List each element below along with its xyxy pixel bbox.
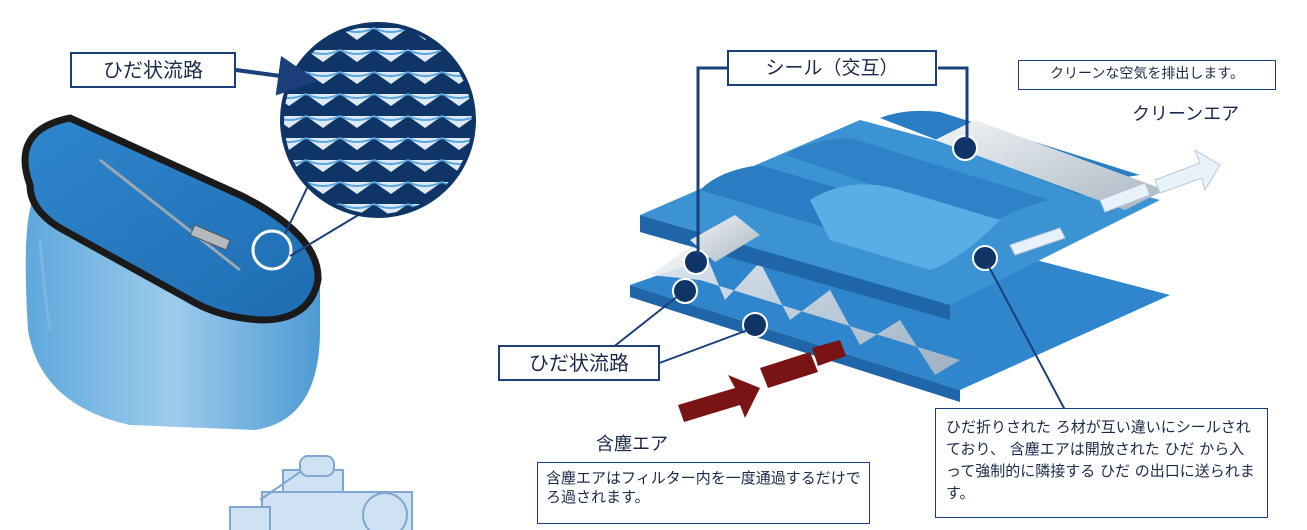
dusty-air-description: 含塵エアはフィルター内を一度通過するだけでろ過されます。 (537, 462, 870, 524)
mechanism-description: ひだ折りされた ろ材が互い違いにシールされており、 含塵エアは開放された ひだ … (935, 408, 1268, 518)
clean-air-label: クリーンエア (1132, 104, 1240, 125)
seal-connector-right (938, 66, 969, 140)
clean-air-arrows (1009, 148, 1221, 256)
seal-connector-left (696, 66, 728, 255)
dusty-air-arrows (678, 340, 846, 422)
clean-air-description: クリーンな空気を排出します。 (1018, 60, 1276, 90)
engine-sketch (229, 455, 413, 530)
magnified-pleats (280, 22, 476, 218)
seal-label: シール（交互） (727, 50, 937, 86)
pleat-panel-illustration (630, 110, 1170, 402)
pleat-connector-2 (645, 329, 749, 369)
pleat-channel-label-left: ひだ状流路 (70, 52, 236, 88)
label-arrow (235, 55, 318, 96)
dusty-air-label: 含塵エア (596, 434, 668, 455)
filter-cartridge-illustration (21, 114, 322, 430)
pleat-channel-label-right: ひだ状流路 (498, 345, 660, 381)
magnifier-line-lower (289, 213, 361, 257)
pleat-connector-1 (611, 295, 679, 349)
mechanism-connector (987, 264, 1066, 411)
